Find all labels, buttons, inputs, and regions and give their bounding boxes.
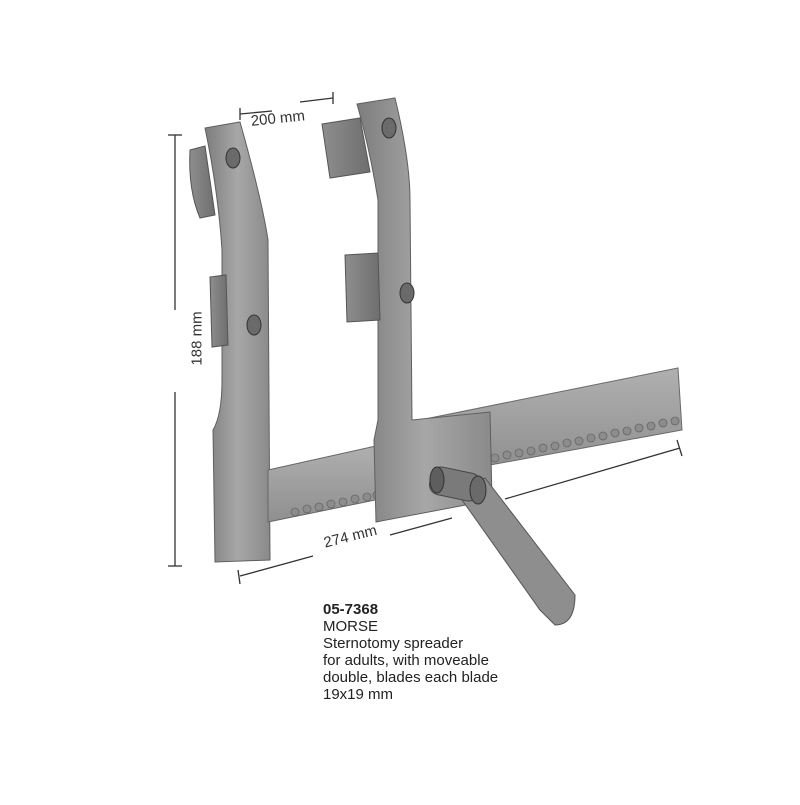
product-description-line: 19x19 mm	[323, 686, 394, 703]
crank-handle	[428, 466, 576, 626]
product-name: MORSE	[323, 618, 379, 635]
product-code: 05-7368	[323, 601, 379, 618]
product-caption: 05-7368 MORSE Sternotomy spreader for ad…	[323, 601, 498, 703]
product-description-line: for adults, with moveable	[323, 652, 489, 669]
product-description-line: double, blades each blade	[323, 669, 499, 686]
dimension-lines	[168, 92, 683, 585]
height-dimension: 188 mm	[188, 311, 206, 366]
rack-bar-left	[267, 443, 386, 523]
right-arm	[321, 97, 493, 523]
product-description-line: Sternotomy spreader	[323, 635, 464, 652]
left-arm	[189, 121, 271, 563]
